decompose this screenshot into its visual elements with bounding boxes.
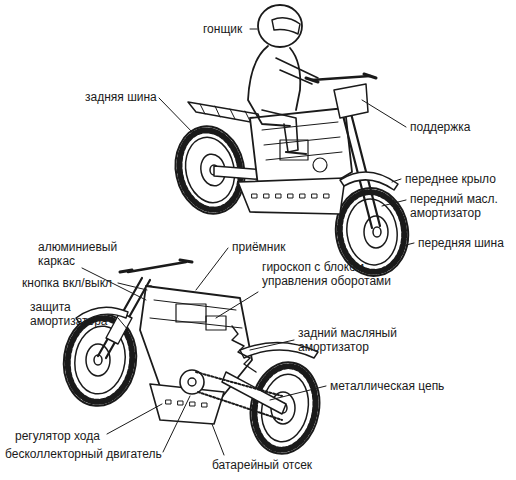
part-label: задняя шина	[85, 90, 157, 104]
part-label: передняя шина	[418, 236, 504, 250]
part-label: алюминиевый каркас	[38, 240, 118, 268]
part-label: передний масл. амортизатор	[410, 192, 510, 220]
part-label: кнопка вкл/выкл	[22, 276, 112, 290]
part-label: регулятор хода	[15, 429, 100, 443]
part-label: задний масляный амортизатор	[298, 326, 403, 354]
part-label: батарейный отсек	[212, 458, 312, 472]
part-label: металлическая цепь	[330, 379, 444, 393]
part-label: защита амортизатора	[30, 300, 115, 328]
part-label: бесколлекторный двигатель	[5, 447, 162, 461]
top-motorcycle	[168, 5, 414, 281]
part-label: поддержка	[410, 120, 470, 134]
part-label: приёмник	[232, 240, 285, 254]
part-label: гироскоп с блоком управления оборотами	[262, 260, 397, 288]
part-label: гонщик	[203, 22, 242, 36]
part-label: переднее крыло	[405, 172, 496, 186]
